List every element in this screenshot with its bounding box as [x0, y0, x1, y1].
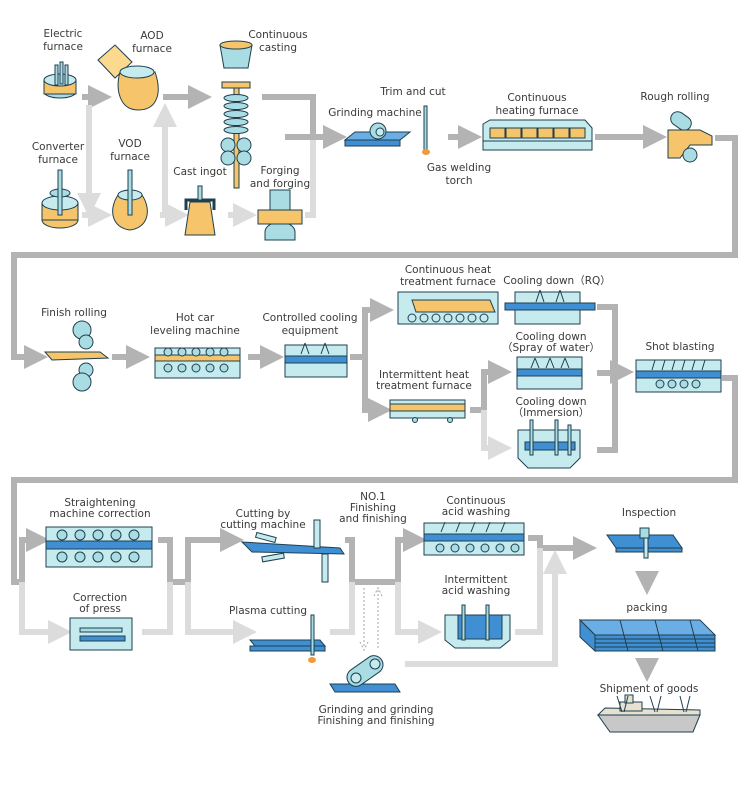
shot-blasting-icon: [635, 359, 722, 393]
packing-icon: [578, 618, 717, 653]
label-cooling-spray: Cooling down（Spray of water）: [502, 331, 600, 354]
electric-furnace-icon: [43, 61, 77, 99]
cooling-immersion-icon: [517, 419, 581, 469]
continuous-heating-furnace-icon: [482, 119, 593, 151]
arrow-cutting-out: [345, 537, 398, 585]
label-grinding-machine: Grinding machine: [328, 107, 421, 119]
label-packing: packing: [626, 602, 667, 614]
hot-car-leveling-icon: [154, 347, 241, 379]
inspection-icon: [606, 527, 683, 559]
label-plasma-cutting: Plasma cutting: [229, 605, 307, 617]
dotted-arrow-up: [373, 586, 383, 648]
arrow-straight-out: [158, 537, 188, 585]
arrow-to-straightening: [19, 528, 50, 582]
arrow-rough-to-row2: [11, 135, 738, 369]
intermittent-heat-treatment-icon: [389, 399, 466, 423]
rough-rolling-icon: [667, 111, 713, 163]
gas-welding-torch-icon: [422, 105, 430, 155]
flow-arrows: [11, 85, 738, 682]
straightening-machine-icon: [45, 526, 153, 568]
arrow-to-plasma: [185, 582, 257, 644]
controlled-cooling-icon: [284, 342, 348, 378]
arrow-cooling-split: [350, 307, 380, 413]
arrow-spray-to-shot: [597, 360, 634, 384]
intermittent-acid-washing-icon: [444, 604, 511, 649]
continuous-casting-icon: [219, 40, 253, 189]
grinding-finishing-icon: [329, 655, 401, 693]
label-finish-rolling: Finish rolling: [41, 307, 107, 319]
label-shot-blasting: Shot blasting: [645, 341, 714, 353]
arrow-shot-to-row3: [11, 375, 738, 585]
aod-furnace-icon: [97, 44, 159, 111]
finish-rolling-icon: [43, 320, 110, 392]
continuous-heat-treatment-icon: [397, 291, 499, 325]
correction-press-icon: [69, 617, 133, 651]
forging-icon: [257, 189, 303, 241]
label-cast-ingot: Cast ingot: [173, 166, 226, 178]
cooling-rq-icon: [504, 289, 596, 325]
arrow-to-cutting: [185, 528, 244, 582]
cast-ingot-icon: [184, 185, 216, 236]
arrow-acid-merge: [528, 535, 597, 560]
continuous-acid-washing-icon: [423, 521, 525, 556]
arrow-to-int-acid: [395, 582, 442, 644]
cutting-machine-icon: [240, 519, 345, 583]
arrow-to-press: [19, 582, 72, 644]
plasma-cutting-icon: [248, 614, 327, 663]
arrow-int-to-spray: [470, 360, 512, 413]
arrow-plasma-out: [330, 582, 355, 635]
ship-icon: [596, 694, 701, 733]
vod-furnace-icon: [112, 169, 148, 231]
label-cooling-rq: Cooling down（RQ）: [503, 275, 611, 287]
dotted-arrow-down: [359, 588, 369, 652]
label-shipment: Shipment of goods: [600, 683, 699, 695]
grinding-machine-icon: [343, 122, 412, 147]
arrow-forging-up: [305, 137, 316, 218]
label-trim-and-cut: Trim and cut: [379, 86, 445, 98]
label-cooling-immersion: Cooling down（Immersion）: [513, 396, 590, 419]
converter-furnace-icon: [41, 169, 79, 229]
label-inspection: Inspection: [622, 507, 676, 519]
arrow-casting-out: [262, 94, 316, 137]
arrow-int-acid-out: [515, 548, 543, 635]
label-rough-rolling: Rough rolling: [640, 91, 709, 103]
arrow-grinding-out: [405, 550, 567, 667]
arrow-to-cont-acid: [395, 528, 427, 582]
arrow-press-out: [142, 582, 173, 635]
arrow-rq-merge: [597, 304, 618, 453]
cooling-spray-icon: [516, 356, 583, 390]
arrow-int-to-immersion: [481, 410, 512, 460]
